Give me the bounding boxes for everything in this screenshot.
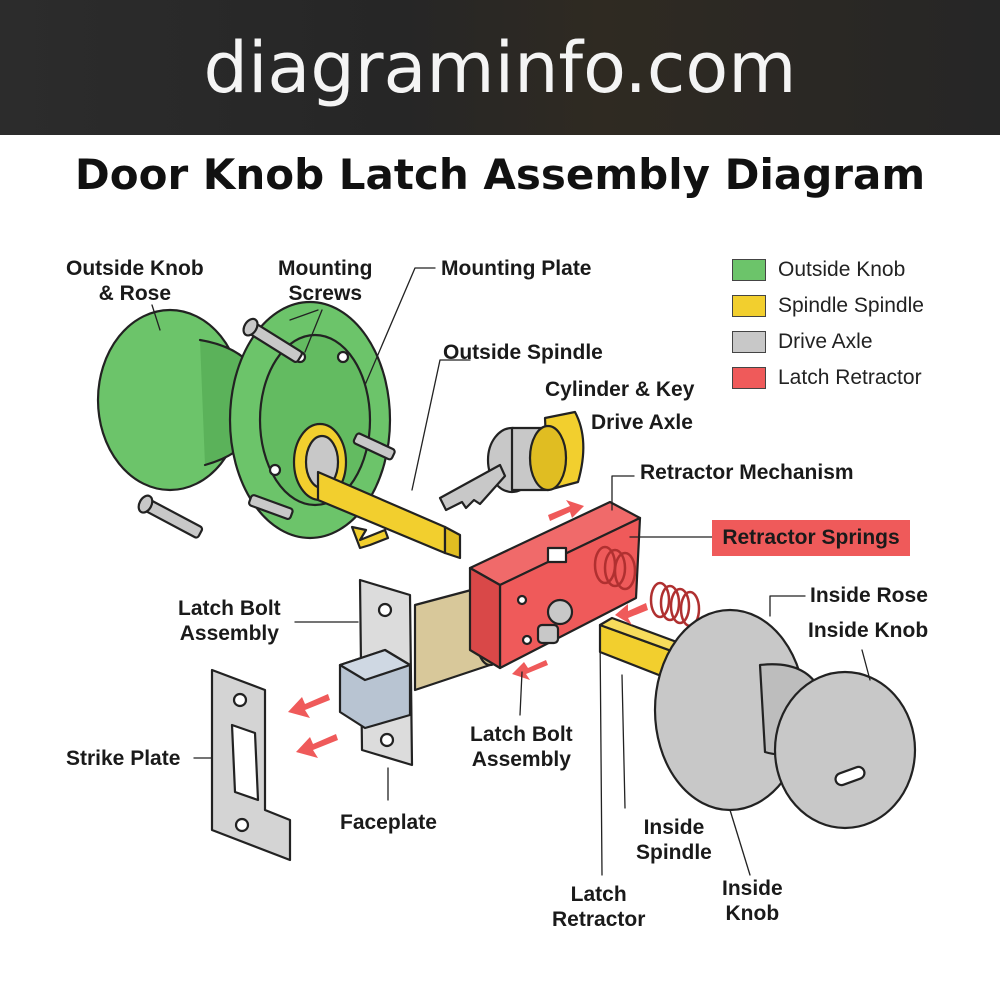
legend-swatch: [732, 367, 766, 389]
latch-bolt: [338, 648, 412, 730]
label-line: Screws: [288, 282, 363, 305]
label-line: Outside Knob: [66, 257, 204, 280]
label-outside-knob-rose: Outside Knob & Rose: [66, 256, 204, 306]
label-mounting-screws: Mounting Screws: [278, 256, 372, 306]
label-line: Knob: [725, 902, 780, 925]
legend-label: Outside Knob: [778, 258, 906, 281]
label-line: Retractor: [552, 908, 646, 931]
label-line: Inside: [722, 877, 783, 900]
insertion-arrow: [350, 525, 390, 550]
label-latch-bolt-assembly-center: Latch Bolt Assembly: [470, 722, 573, 772]
legend-item-latch-retractor: Latch Retractor: [732, 360, 924, 396]
outside-knob-rose: [96, 300, 392, 540]
outside-spindle: [316, 470, 462, 560]
label-latch-retractor: Latch Retractor: [552, 882, 645, 932]
legend: Outside Knob Spindle Spindle Drive Axle …: [732, 252, 924, 396]
label-retractor-mechanism: Retractor Mechanism: [640, 461, 854, 484]
label-inside-knob-right: Inside Knob: [808, 619, 929, 642]
strike-plate: [210, 668, 292, 862]
label-line: Latch Bolt: [178, 597, 281, 620]
leader-lines: [151, 267, 871, 876]
label-line: Mounting: [278, 257, 373, 280]
legend-swatch: [732, 259, 766, 281]
label-line: Inside: [643, 816, 705, 839]
legend-label: Drive Axle: [778, 330, 873, 353]
legend-swatch: [732, 331, 766, 353]
label-line: Assembly: [179, 622, 279, 645]
site-banner: diagraminfo.com: [0, 0, 1000, 135]
label-line: Latch: [570, 883, 627, 906]
label-latch-bolt-assembly-left: Latch Bolt Assembly: [178, 596, 281, 646]
label-inside-spindle: Inside Spindle: [636, 815, 712, 865]
label-inside-knob-bottom: Inside Knob: [722, 876, 783, 926]
label-line: & Rose: [98, 282, 172, 305]
retractor-mechanism: [468, 500, 642, 670]
legend-item-spindle: Spindle Spindle: [732, 288, 924, 324]
cylinder-key: [438, 410, 585, 512]
page-title: Door Knob Latch Assembly Diagram: [74, 150, 926, 199]
label-line: Assembly: [471, 748, 571, 771]
label-retractor-springs: Retractor Springs: [712, 520, 910, 556]
label-line: Spindle: [636, 841, 712, 864]
label-inside-rose: Inside Rose: [810, 584, 928, 607]
legend-label: Spindle Spindle: [778, 294, 924, 317]
label-outside-spindle: Outside Spindle: [443, 341, 603, 364]
site-name: diagraminfo.com: [203, 26, 797, 109]
label-strike-plate: Strike Plate: [66, 747, 181, 770]
label-mounting-plate: Mounting Plate: [441, 257, 592, 280]
label-faceplate: Faceplate: [340, 811, 437, 834]
retractor-springs: [593, 545, 701, 628]
motion-arrows: [288, 500, 648, 758]
mounting-screws: [137, 317, 396, 539]
label-drive-axle: Drive Axle: [591, 411, 693, 434]
legend-item-outside-knob: Outside Knob: [732, 252, 924, 288]
legend-swatch: [732, 295, 766, 317]
label-line: Latch Bolt: [470, 723, 573, 746]
legend-label: Latch Retractor: [778, 366, 922, 389]
inside-knob-rose: [653, 608, 917, 830]
label-cylinder-key: Cylinder & Key: [545, 378, 695, 401]
legend-item-drive-axle: Drive Axle: [732, 324, 924, 360]
